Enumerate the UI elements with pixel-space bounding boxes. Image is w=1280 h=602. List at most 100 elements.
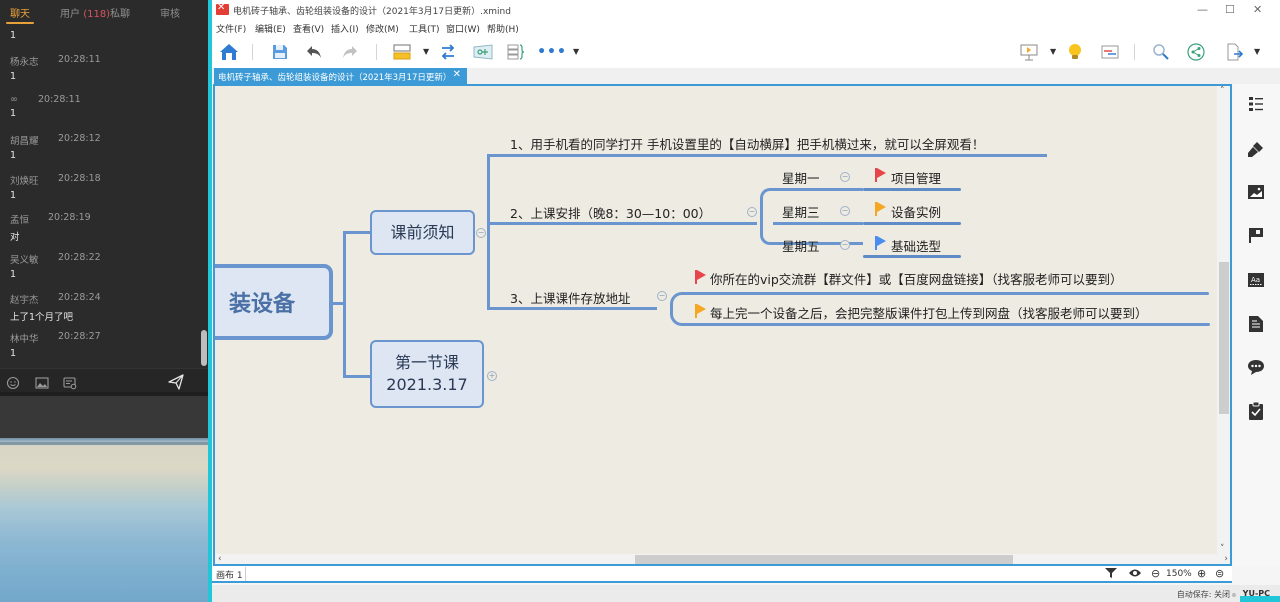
document-tab-bar: 电机砖子轴承、齿轮组装设备的设计（2021年3月17日更新） ✕ bbox=[212, 68, 1280, 84]
minimize-button[interactable]: — bbox=[1197, 3, 1208, 16]
chevron-down-icon[interactable]: ▼ bbox=[1254, 47, 1261, 56]
chevron-down-icon[interactable]: ▼ bbox=[1050, 47, 1057, 56]
title-bar: 电机砖子轴承、齿轮组装设备的设计（2021年3月17日更新）.xmind — ☐… bbox=[212, 0, 1280, 20]
topic-netdisk-upload[interactable]: 每上完一个设备之后，会把完整版课件打包上传到网盘（找客服老师可以要到） bbox=[710, 306, 1148, 321]
fit-to-window-icon[interactable]: ⊜ bbox=[1215, 567, 1225, 580]
scroll-right-icon[interactable]: › bbox=[1224, 554, 1228, 564]
menu-view[interactable]: 查看(V) bbox=[293, 25, 325, 35]
image-icon[interactable] bbox=[35, 375, 49, 389]
undo-icon[interactable] bbox=[304, 42, 324, 62]
emoji-icon[interactable] bbox=[6, 375, 20, 390]
weekday-monday[interactable]: 星期一 bbox=[782, 171, 820, 186]
notes-icon[interactable] bbox=[1247, 315, 1265, 333]
chevron-down-icon[interactable]: ▼ bbox=[573, 47, 580, 56]
collapse-toggle-icon[interactable]: − bbox=[747, 207, 757, 217]
menu-tools[interactable]: 工具(T) bbox=[409, 25, 440, 35]
menu-modify[interactable]: 修改(M) bbox=[366, 25, 399, 35]
scrollbar-thumb[interactable] bbox=[1219, 262, 1229, 414]
tab-review[interactable]: 审核 bbox=[160, 9, 180, 20]
tab-private[interactable]: 私聊 bbox=[110, 9, 130, 20]
connector bbox=[487, 154, 1047, 157]
window-title: 电机砖子轴承、齿轮组装设备的设计（2021年3月17日更新）.xmind bbox=[233, 7, 511, 17]
collapse-toggle-icon[interactable]: − bbox=[657, 291, 667, 301]
document-tab-label: 电机砖子轴承、齿轮组装设备的设计（2021年3月17日更新） bbox=[218, 73, 452, 83]
tab-chat[interactable]: 聊天 bbox=[10, 9, 30, 20]
redo-icon[interactable] bbox=[340, 42, 360, 62]
collapse-toggle-icon[interactable]: − bbox=[476, 228, 486, 238]
expand-toggle-icon[interactable]: + bbox=[487, 371, 497, 381]
export-icon[interactable] bbox=[1225, 42, 1245, 62]
collapse-toggle-icon[interactable]: − bbox=[840, 172, 850, 182]
connector bbox=[863, 222, 961, 225]
connector bbox=[863, 255, 961, 258]
chevron-down-icon[interactable]: ▼ bbox=[423, 47, 430, 56]
chat-message-input[interactable] bbox=[0, 396, 208, 438]
brainstorm-lightbulb-icon[interactable] bbox=[1065, 42, 1085, 62]
comment-icon[interactable] bbox=[1247, 358, 1265, 376]
menu-window[interactable]: 窗口(W) bbox=[446, 25, 480, 35]
message-time: 20:28:12 bbox=[58, 133, 101, 144]
relationship-icon[interactable] bbox=[438, 42, 458, 62]
subtopic-materials-location[interactable]: 3、上课课件存放地址 bbox=[510, 291, 631, 306]
connector bbox=[343, 375, 371, 378]
marker-flag-icon[interactable] bbox=[1247, 226, 1265, 244]
scroll-down-icon[interactable]: ˅ bbox=[1220, 544, 1225, 554]
topic-vip-group-files[interactable]: 你所在的vip交流群【群文件】或【百度网盘链接】（找客服老师可以要到） bbox=[710, 272, 1123, 287]
scrollbar-thumb[interactable] bbox=[635, 555, 1013, 564]
connector bbox=[773, 188, 863, 191]
close-button[interactable]: ✕ bbox=[1253, 3, 1263, 16]
vertical-scrollbar[interactable]: ˄ ˅ bbox=[1217, 86, 1230, 554]
insert-topic-icon[interactable] bbox=[392, 42, 412, 62]
horizontal-scrollbar[interactable]: ‹ › bbox=[215, 554, 1230, 564]
menu-edit[interactable]: 编辑(E) bbox=[255, 25, 286, 35]
topic-equipment-examples[interactable]: 设备实例 bbox=[891, 205, 942, 220]
scroll-left-icon[interactable]: ‹ bbox=[218, 554, 222, 564]
save-icon[interactable] bbox=[270, 42, 290, 62]
outline-icon[interactable] bbox=[1247, 95, 1265, 113]
close-tab-icon[interactable]: ✕ bbox=[452, 69, 461, 80]
weekday-wednesday[interactable]: 星期三 bbox=[782, 205, 820, 220]
screenshot-icon[interactable] bbox=[63, 375, 77, 390]
share-icon[interactable] bbox=[1186, 42, 1206, 62]
menu-file[interactable]: 文件(F) bbox=[216, 25, 247, 35]
menu-help[interactable]: 帮助(H) bbox=[487, 25, 519, 35]
tab-users[interactable]: 用户 (118) bbox=[60, 5, 110, 20]
search-icon[interactable] bbox=[1151, 42, 1171, 62]
text-style-icon[interactable]: Aa bbox=[1247, 271, 1265, 289]
main-topic-course-notice[interactable]: 课前须知 bbox=[370, 210, 475, 255]
scroll-up-icon[interactable]: ˄ bbox=[1220, 86, 1225, 96]
eye-icon[interactable] bbox=[1128, 567, 1142, 582]
send-icon[interactable] bbox=[168, 374, 184, 390]
menu-insert[interactable]: 插入(I) bbox=[331, 25, 359, 35]
sheet-tab[interactable]: 画布 1 bbox=[216, 571, 243, 581]
summary-icon[interactable] bbox=[506, 42, 526, 62]
topic-project-management[interactable]: 项目管理 bbox=[891, 171, 942, 186]
xmind-window: 电机砖子轴承、齿轮组装设备的设计（2021年3月17日更新）.xmind — ☐… bbox=[212, 0, 1280, 602]
outliner-icon[interactable] bbox=[1100, 42, 1120, 62]
boundary-icon[interactable] bbox=[473, 42, 493, 62]
central-topic[interactable]: 装设备 bbox=[215, 264, 333, 340]
zoom-out-icon[interactable]: ⊖ bbox=[1151, 567, 1161, 580]
autosave-status[interactable]: 自动保存: 关闭 bbox=[1176, 590, 1230, 599]
format-brush-icon[interactable] bbox=[1247, 140, 1265, 158]
more-icon[interactable]: ••• bbox=[537, 44, 567, 60]
filter-icon[interactable] bbox=[1105, 567, 1117, 582]
topic-basic-selection[interactable]: 基础选型 bbox=[891, 239, 942, 254]
tab-users-label: 用户 bbox=[60, 9, 80, 20]
mindmap-canvas[interactable]: 装设备 课前须知 − 1、用手机看的同学打开 手机设置里的【自动横屏】把手机横过… bbox=[215, 86, 1220, 554]
subtopic-schedule[interactable]: 2、上课安排（晚8：30—10：00） bbox=[510, 206, 712, 221]
collapse-toggle-icon[interactable]: − bbox=[840, 240, 850, 250]
main-topic-first-lesson[interactable]: 第一节课 2021.3.17 bbox=[370, 340, 484, 408]
image-icon[interactable] bbox=[1247, 183, 1265, 201]
weekday-friday[interactable]: 星期五 bbox=[782, 239, 820, 254]
collapse-toggle-icon[interactable]: − bbox=[840, 206, 850, 216]
task-clipboard-icon[interactable] bbox=[1247, 402, 1265, 420]
zoom-in-icon[interactable]: ⊕ bbox=[1197, 567, 1207, 580]
document-tab[interactable]: 电机砖子轴承、齿轮组装设备的设计（2021年3月17日更新） ✕ bbox=[214, 68, 467, 84]
presentation-icon[interactable] bbox=[1019, 42, 1039, 62]
subtopic-fullscreen-tip[interactable]: 1、用手机看的同学打开 手机设置里的【自动横屏】把手机横过来，就可以全屏观看！ bbox=[510, 137, 985, 152]
maximize-button[interactable]: ☐ bbox=[1225, 3, 1235, 16]
home-icon[interactable] bbox=[219, 42, 239, 62]
chat-scrollbar[interactable] bbox=[201, 330, 207, 366]
